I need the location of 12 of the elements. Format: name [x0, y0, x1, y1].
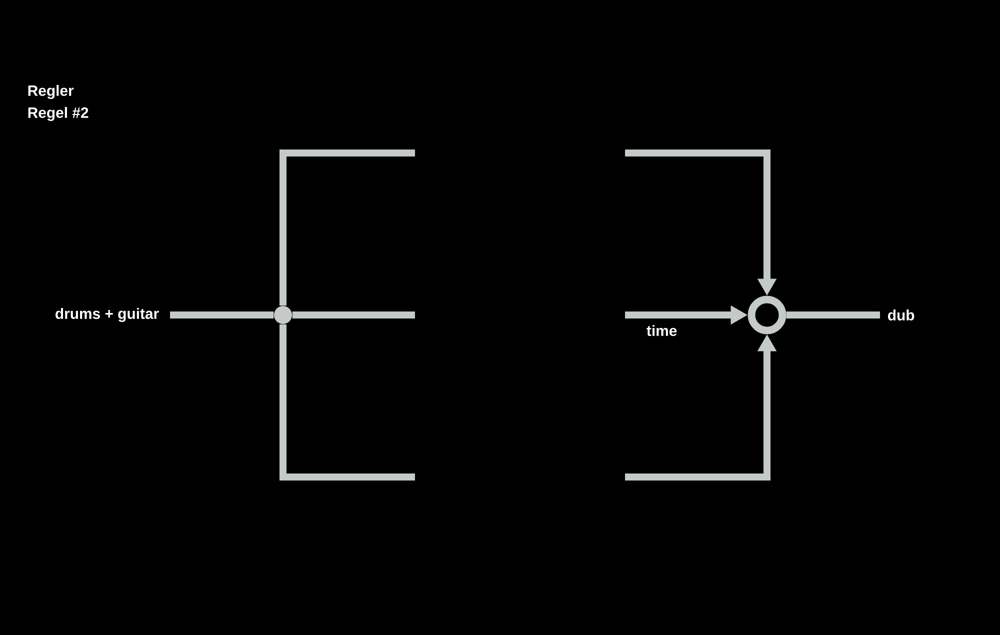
signal-label: drums + guitar [56, 308, 159, 322]
subtitle: Regel #2 [28, 106, 88, 121]
title: Regler [28, 84, 74, 99]
edge-label: time [644, 323, 679, 338]
signal-line [280, 324, 415, 480]
summing-circle [748, 296, 786, 334]
signal-line [170, 311, 274, 318]
signal-line [292, 311, 415, 318]
signal-label: dub [888, 310, 914, 320]
junction-dot [274, 306, 292, 324]
signal-line [280, 149, 415, 306]
signal-line [786, 311, 880, 318]
